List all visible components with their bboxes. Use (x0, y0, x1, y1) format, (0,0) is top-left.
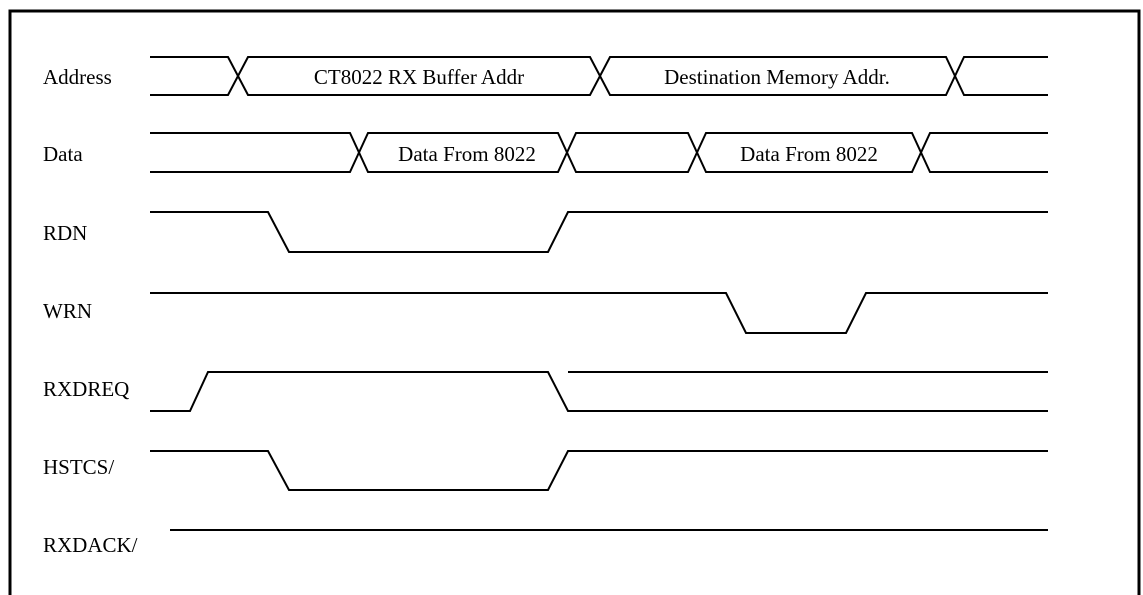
data-waveform (150, 132, 1048, 173)
signal-label-rxdreq: RXDREQ (43, 377, 129, 401)
data-value-2: Data From 8022 (740, 142, 878, 166)
hstcs-waveform (150, 450, 1048, 491)
address-value-2: Destination Memory Addr. (664, 65, 890, 89)
address-value-1: CT8022 RX Buffer Addr (314, 65, 524, 89)
address-waveform (150, 56, 1048, 96)
wrn-waveform (150, 292, 1048, 334)
signal-label-wrn: WRN (43, 299, 92, 323)
rxdreq-waveform (150, 371, 1048, 412)
signal-label-address: Address (43, 65, 112, 89)
data-value-1: Data From 8022 (398, 142, 536, 166)
signal-label-hstcs: HSTCS/ (43, 455, 114, 479)
diagram-frame (8, 9, 1141, 595)
rdn-waveform (150, 211, 1048, 253)
signal-label-rdn: RDN (43, 221, 87, 245)
signal-label-data: Data (43, 142, 83, 166)
signal-label-rxdack: RXDACK/ (43, 533, 138, 557)
